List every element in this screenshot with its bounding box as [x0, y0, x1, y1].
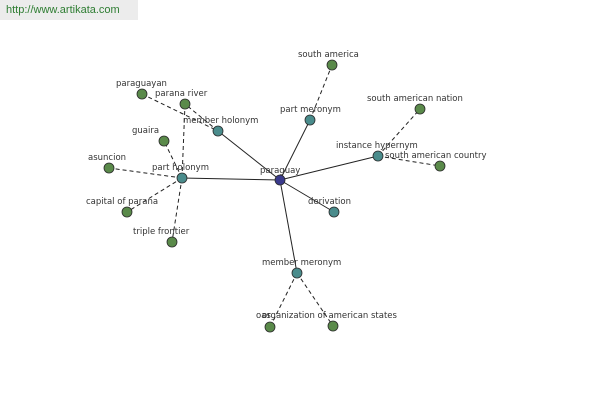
edge-paraguay-to-instance-hypernym [279, 155, 379, 181]
node-label-part-meronym[interactable]: part meronym [280, 105, 341, 115]
node-label-south-american-country[interactable]: south american country [385, 151, 487, 161]
node-member-meronym[interactable] [291, 267, 303, 279]
node-label-member-holonym[interactable]: member holonym [183, 116, 258, 126]
node-south-america[interactable] [326, 59, 338, 71]
node-derivation[interactable] [328, 206, 340, 218]
node-instance-hypernym[interactable] [372, 150, 384, 162]
node-label-part-holonym[interactable]: part holonym [152, 163, 209, 173]
node-part-holonym[interactable] [176, 172, 188, 184]
edge-part-meronym-to-south-america [309, 64, 333, 121]
edge-paraguay-to-derivation [279, 179, 335, 213]
edge-part-holonym-to-asuncion [108, 167, 183, 179]
node-south-american-nation[interactable] [414, 103, 426, 115]
node-label-parana-river[interactable]: parana river [155, 89, 208, 99]
edge-member-meronym-to-oas [269, 272, 298, 328]
url-banner: http://www.artikata.com [0, 0, 138, 20]
node-organization-of-american-states[interactable] [327, 320, 339, 332]
edge-part-holonym-to-capital-of-parana [126, 177, 183, 213]
edge-paraguay-to-part-holonym [181, 177, 281, 181]
node-parana-river[interactable] [179, 98, 191, 110]
node-label-paraguay[interactable]: paraguay [260, 166, 300, 176]
node-asuncion[interactable] [103, 162, 115, 174]
edge-paraguay-to-member-holonym [217, 130, 281, 181]
node-label-south-american-nation[interactable]: south american nation [367, 94, 463, 104]
site-url[interactable]: http://www.artikata.com [6, 4, 120, 16]
edge-member-holonym-to-parana-river [184, 103, 219, 132]
node-triple-frontier[interactable] [166, 236, 178, 248]
node-oas[interactable] [264, 321, 276, 333]
node-label-paraguayan[interactable]: paraguayan [116, 79, 167, 89]
node-label-asuncion[interactable]: asuncion [88, 153, 126, 163]
node-label-instance-hypernym[interactable]: instance hypernym [336, 141, 418, 151]
node-label-organization-of-american-states[interactable]: organization of american states [262, 311, 398, 321]
node-paraguay[interactable] [274, 174, 286, 186]
node-label-south-america[interactable]: south america [298, 50, 359, 60]
edge-part-holonym-to-triple-frontier [171, 177, 183, 243]
node-south-american-country[interactable] [434, 160, 446, 172]
node-label-triple-frontier[interactable]: triple frontier [133, 227, 190, 237]
node-guaira[interactable] [158, 135, 170, 147]
nodes-layer [103, 59, 446, 333]
node-label-derivation[interactable]: derivation [308, 197, 351, 207]
edge-instance-hypernym-to-south-american-nation [377, 108, 421, 157]
node-label-capital-of-parana[interactable]: capital of parana [86, 197, 158, 207]
edge-paraguayan-to-member-holonym [141, 93, 219, 132]
edge-paraguay-to-part-meronym [279, 119, 311, 181]
edge-part-holonym-to-parana-river [181, 103, 186, 179]
node-label-guaira[interactable]: guaira [132, 126, 159, 136]
node-label-oas[interactable]: oas [256, 311, 271, 321]
node-capital-of-parana[interactable] [121, 206, 133, 218]
node-label-member-meronym[interactable]: member meronym [262, 258, 341, 268]
edge-instance-hypernym-to-south-american-country [377, 155, 441, 167]
labels-layer: paraguay part meronym instance hypernym der… [86, 50, 487, 321]
edge-member-meronym-to-organization-of-american-states [296, 272, 334, 327]
edges-layer [108, 64, 441, 328]
node-paraguayan[interactable] [136, 88, 148, 100]
edge-paraguay-to-member-meronym [279, 179, 298, 274]
node-part-meronym[interactable] [304, 114, 316, 126]
node-member-holonym[interactable] [212, 125, 224, 137]
